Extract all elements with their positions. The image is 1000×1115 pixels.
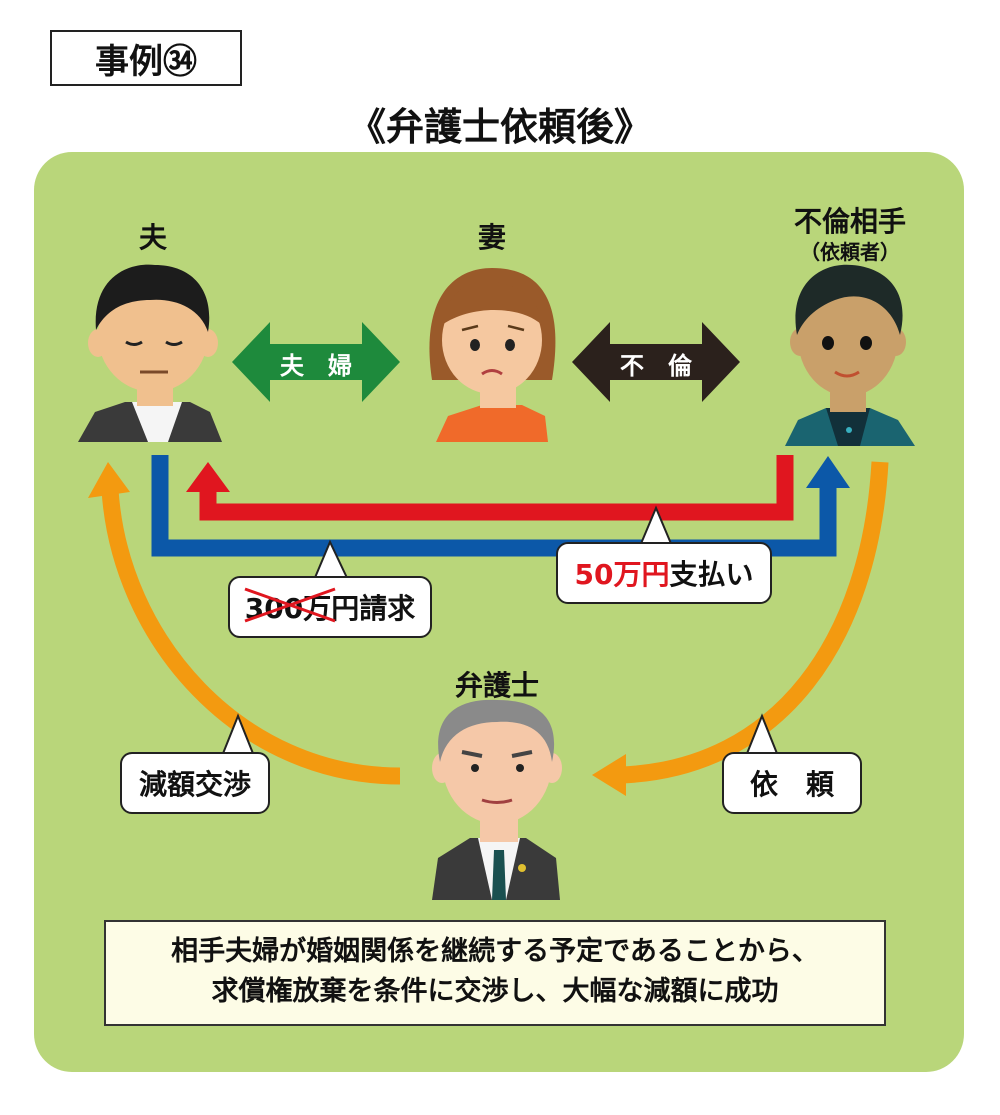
claim-arrow (151, 455, 837, 557)
negotiation-arrow-head (88, 462, 130, 498)
payment-callout: 50万円支払い (556, 542, 772, 604)
husband-figure (78, 264, 222, 442)
lawyer-figure (432, 699, 562, 900)
request-arrow (621, 461, 889, 784)
affair-arrow (572, 322, 740, 402)
case-label: 事例㉞ (50, 30, 242, 86)
wife-figure (429, 268, 556, 442)
page-title: 《弁護士依頼後》 (347, 105, 652, 149)
payment-amount: 50万円 (574, 558, 670, 591)
lawyer-label: 弁護士 (454, 669, 539, 702)
request-arrow-head (592, 754, 626, 796)
payment-suffix: 支払い (669, 558, 754, 591)
partner-note: （依頼者） (800, 240, 900, 264)
negotiation-arrow (101, 489, 401, 785)
request-callout: 依 頼 (722, 752, 862, 814)
negotiation-callout: 減額交渉 (120, 752, 270, 814)
affair-label: 不 倫 (620, 352, 692, 380)
summary-line-2: 求償権放棄を条件に交渉し、大幅な減額に成功 (211, 976, 779, 1007)
partner-label: 不倫相手 (793, 205, 906, 238)
strike-mark (244, 587, 336, 623)
summary-box: 相手夫婦が婚姻関係を継続する予定であることから、 求償権放棄を条件に交渉し、大幅… (104, 920, 886, 1026)
husband-label: 夫 (138, 221, 167, 254)
payment-arrow-head (186, 462, 230, 492)
partner-figure (785, 264, 915, 446)
summary-line-1: 相手夫婦が婚姻関係を継続する予定であることから、 (171, 936, 819, 967)
payment-arrow (199, 455, 794, 521)
claim-callout: 300万円 請求 (228, 576, 432, 638)
claim-arrow-head (806, 456, 850, 488)
wife-label: 妻 (477, 221, 506, 254)
married-arrow (232, 322, 400, 402)
claim-suffix: 請求 (359, 592, 416, 625)
married-label: 夫 婦 (280, 352, 352, 380)
